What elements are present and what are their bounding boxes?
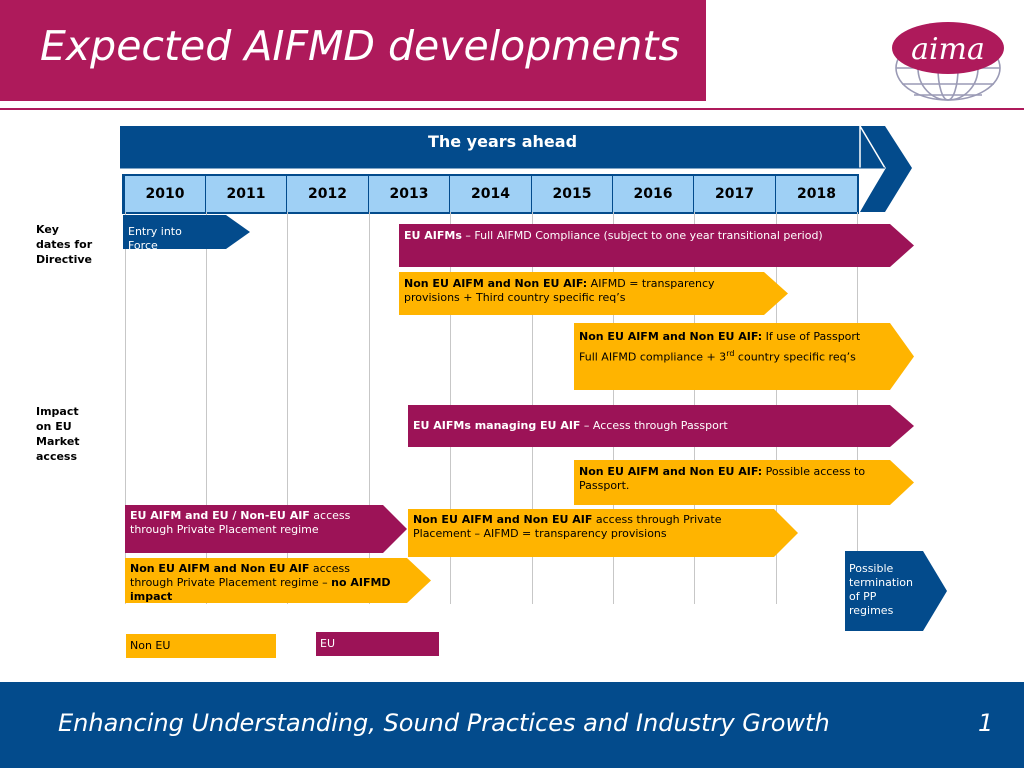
header-divider [0,108,1024,110]
year-2010: 2010 [125,176,206,212]
year-2016: 2016 [613,176,694,212]
logo-text: aima [911,32,985,67]
year-2018: 2018 [776,176,857,212]
entry-into-force-arrow: Entry into Force [123,215,250,249]
legend-non-eu: Non EU [126,634,276,658]
page-number: 1 [978,709,994,737]
years-ahead-banner [120,124,912,213]
year-2017: 2017 [694,176,776,212]
footer-tagline: Enhancing Understanding, Sound Practices… [58,709,830,737]
noneu-possible-passport-arrow: Non EU AIFM and Non EU AIF: Possible acc… [574,460,914,505]
impact-label: Impact on EU Market access [36,405,80,463]
banner-title: The years ahead [427,132,578,151]
year-2012: 2012 [287,176,369,212]
termination-pp-arrow: Possible termination of PP regimes [845,551,947,631]
aima-logo-icon: aima [892,22,1004,101]
year-2014: 2014 [450,176,532,212]
gridline [287,212,288,604]
noneu-passport-compliance-arrow: Non EU AIFM and Non EU AIF: If use of Pa… [574,323,914,390]
year-2011: 2011 [206,176,287,212]
noneu-transparency-arrow: Non EU AIFM and Non EU AIF: AIFMD = tran… [399,272,788,315]
noneu-pp-no-impact-arrow: Non EU AIFM and Non EU AIF access throug… [125,558,431,603]
gridline [125,212,126,604]
eu-private-placement-arrow: EU AIFM and EU / Non-EU AIF access throu… [125,505,407,553]
header-band [0,0,706,101]
slide-title: Expected AIFMD developments [40,22,680,70]
year-2015: 2015 [532,176,613,212]
gridline [369,212,370,604]
footer-band [0,682,1024,768]
key-dates-label: Key dates for Directive [36,223,93,266]
gridline [206,212,207,604]
year-2013: 2013 [369,176,450,212]
eu-managing-passport-arrow: EU AIFMs managing EU AIF – Access throug… [408,405,914,447]
legend-eu: EU [316,632,439,656]
eu-aifms-compliance-arrow: EU AIFMs – Full AIFMD Compliance (subjec… [399,224,914,267]
noneu-pp-transparency-arrow: Non EU AIFM and Non EU AIF access throug… [408,509,798,557]
